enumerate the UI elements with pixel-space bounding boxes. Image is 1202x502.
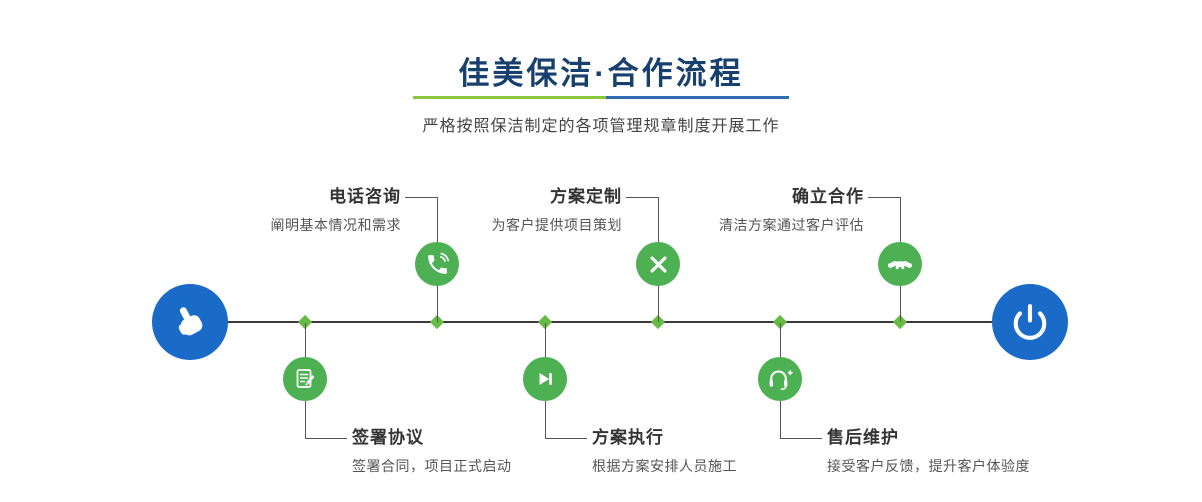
connector-line: [658, 197, 659, 242]
title-divider: [413, 96, 789, 99]
step-desc: 签署合同，项目正式启动: [352, 458, 512, 474]
connector-line: [780, 401, 781, 438]
step-node-phone: [415, 242, 459, 286]
timeline-end-node: [992, 284, 1068, 360]
connector-line: [545, 323, 546, 357]
step-title: 电话咨询: [329, 187, 401, 206]
step-desc: 根据方案安排人员施工: [592, 458, 737, 474]
step-node-design: [636, 242, 680, 286]
timeline-line: [228, 321, 992, 323]
step-title: 方案定制: [550, 187, 622, 206]
step-desc: 接受客户反馈，提升客户体验度: [827, 458, 1030, 474]
connector-line: [545, 438, 587, 439]
step-node-execute: [523, 357, 567, 401]
connector-line: [305, 438, 347, 439]
step-title: 售后维护: [827, 428, 899, 447]
divider-green-segment: [413, 96, 606, 99]
timeline-start-node: [152, 284, 228, 360]
step-node-aftersales: [758, 357, 802, 401]
step-desc: 为客户提供项目策划: [491, 217, 622, 233]
step-label: 签署协议 签署合同，项目正式启动: [352, 428, 512, 476]
headset-support-icon: [769, 369, 793, 390]
step-label: 方案执行 根据方案安排人员施工: [592, 428, 737, 476]
step-node-cooperation: [878, 242, 922, 286]
divider-blue-segment: [605, 96, 789, 99]
step-label: 确立合作 清洁方案通过客户评估: [719, 187, 864, 235]
step-label: 售后维护 接受客户反馈，提升客户体验度: [827, 428, 1030, 476]
pointing-hand-icon: [178, 307, 203, 336]
step-title: 确立合作: [792, 187, 864, 206]
step-node-contract: [283, 357, 327, 401]
page-title: 佳美保洁·合作流程: [458, 56, 744, 91]
handshake-icon: [888, 260, 912, 270]
connector-line: [658, 286, 659, 322]
connector-line: [900, 197, 901, 242]
connector-line: [437, 197, 438, 242]
contract-icon: [296, 369, 315, 388]
connector-line: [868, 197, 900, 198]
connector-line: [437, 286, 438, 322]
step-desc: 阐明基本情况和需求: [270, 217, 401, 233]
power-icon: [1013, 304, 1047, 340]
step-desc: 清洁方案通过客户评估: [719, 217, 864, 233]
connector-line: [305, 323, 306, 357]
phone-icon: [427, 252, 449, 274]
connector-line: [305, 401, 306, 438]
step-label: 电话咨询 阐明基本情况和需求: [271, 187, 402, 235]
connector-line: [900, 286, 901, 322]
connector-line: [626, 197, 658, 198]
play-execute-icon: [539, 373, 552, 385]
connector-line: [545, 401, 546, 438]
connector-line: [780, 438, 822, 439]
design-tools-icon: [649, 255, 667, 273]
step-title: 方案执行: [592, 428, 664, 447]
connector-line: [780, 323, 781, 357]
connector-line: [405, 197, 437, 198]
page-subtitle: 严格按照保洁制定的各项管理规章制度开展工作: [422, 118, 780, 135]
step-title: 签署协议: [352, 428, 424, 447]
step-label: 方案定制 为客户提供项目策划: [492, 187, 623, 235]
